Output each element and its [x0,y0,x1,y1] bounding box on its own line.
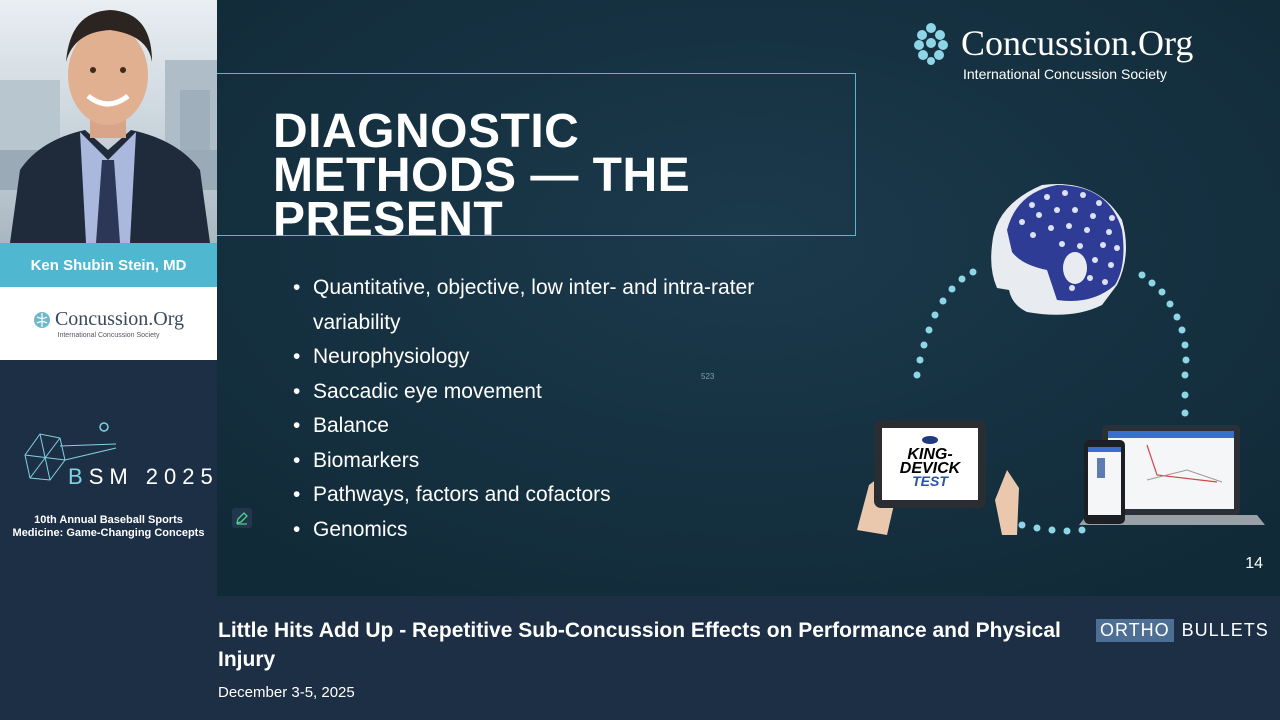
tablet-text-line2: DEVICK [900,460,962,477]
talk-date: December 3-5, 2025 [218,684,355,701]
sponsor-name: Concussion.Org [54,308,185,330]
tablet-icon: KING- DEVICK TEST [857,420,1019,535]
slide-page-number: 14 [1245,555,1263,572]
sponsor-subtitle: International Concussion Society [57,332,160,339]
phone-icon [1084,440,1125,524]
tablet-text-line1: KING- [907,446,952,463]
bsm-polygon-icon: BSM 2025 [24,422,213,489]
tablet-text-line3: TEST [912,473,949,489]
speaker-video [0,0,217,243]
center-mark: 523 [701,372,715,381]
speaker-portrait [0,10,217,243]
edit-pencil-icon[interactable] [232,508,252,528]
brain-logo-icon [914,23,948,65]
slide-brand-subtitle: International Concussion Society [963,66,1167,82]
svg-text:BSM 2025: BSM 2025 [68,464,219,489]
sponsor-logo: Concussion.Org International Concussion … [0,287,217,360]
speaker-name-bar: Ken Shubin Stein, MD [0,243,217,287]
slide-title-line: METHODS — THE [273,149,691,202]
bullet-item: Neurophysiology [293,340,813,375]
bullet-item: Genomics [293,513,813,548]
dotted-arc [913,268,1190,535]
slide-brand-name: Concussion.Org [961,23,1194,63]
bullet-item: Biomarkers [293,444,813,479]
bullet-item: Quantitative, objective, low inter- and … [293,271,813,340]
brain-logo-icon [33,311,50,328]
title-frame [217,73,856,236]
slide-title-line: DIAGNOSTIC [273,105,580,158]
slide-title: DIAGNOSTIC METHODS — THE PRESENT [273,105,833,246]
bullet-item: Balance [293,409,813,444]
laptop-icon [1079,425,1265,525]
event-logo: BSM 2025 [20,420,213,500]
sidebar: Ken Shubin Stein, MD Concussion.Org Inte… [0,0,217,596]
org-logo-part1: ORTHO [1096,619,1174,642]
presentation-slide: Concussion.Org International Concussion … [217,0,1280,596]
event-name: 10th Annual Baseball Sports Medicine: Ga… [0,514,217,540]
slide-title-line: PRESENT [273,193,504,246]
eeg-cap-head-icon [991,184,1126,315]
event-name-line2: Medicine: Game-Changing Concepts [12,527,205,539]
bullet-list: Quantitative, objective, low inter- and … [293,271,813,547]
slide-brand-logo: Concussion.Org International Concussion … [911,20,1193,84]
talk-title: Little Hits Add Up - Repetitive Sub-Conc… [218,619,1061,671]
orthobullets-logo: ORTHO BULLETS [1096,619,1269,642]
speaker-name: Ken Shubin Stein, MD [30,256,187,274]
diagnostic-devices-graphic: KING- DEVICK TEST [857,184,1265,535]
org-logo-part2: BULLETS [1181,620,1269,640]
bullet-item: Saccadic eye movement [293,375,813,410]
bottom-info-bar [0,596,1280,720]
event-name-line1: 10th Annual Baseball Sports [34,514,183,526]
bullet-item: Pathways, factors and cofactors [293,478,813,513]
